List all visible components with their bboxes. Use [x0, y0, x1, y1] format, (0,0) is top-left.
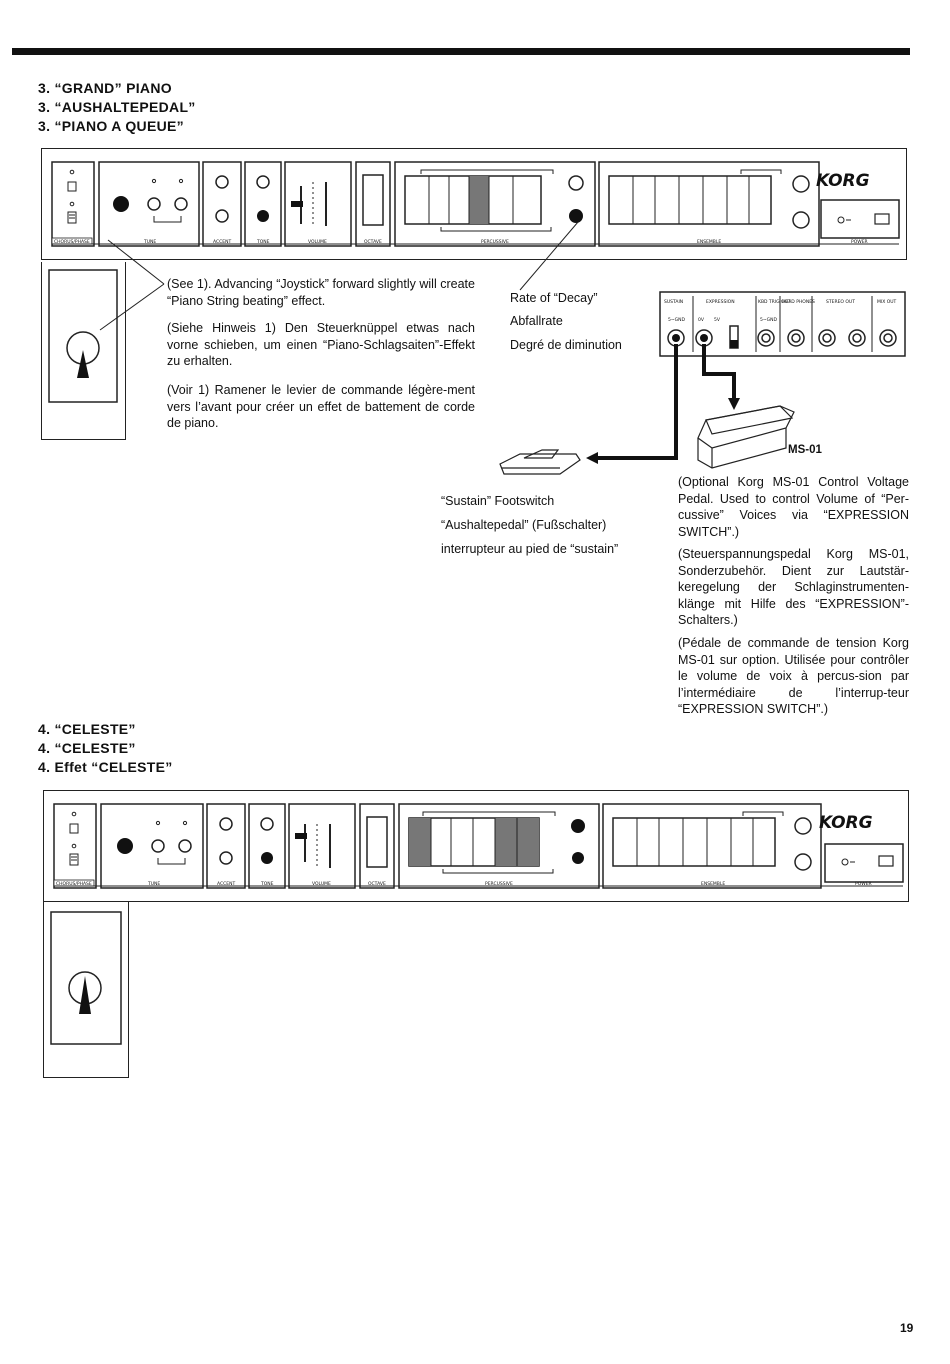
label-ensemble: ENSEMBLE — [697, 239, 721, 245]
label-octave: OCTAVE — [368, 881, 386, 887]
korg-logo: KORG — [816, 171, 870, 191]
label-tune: TUNE — [143, 239, 156, 245]
pointer-lines — [99, 221, 579, 331]
label-chorus-phase: CHORUS/PHASE — [56, 881, 92, 887]
label-power: POWER — [851, 239, 868, 245]
label-octave: OCTAVE — [364, 239, 382, 245]
label-percussive: PERCUSSIVE — [481, 239, 509, 245]
decay-fr: Degré de diminution — [510, 338, 622, 352]
para-de: (Siehe Hinweis 1) Den Steuerknüppel etwa… — [167, 321, 475, 368]
decay-de: Abfallrate — [510, 314, 563, 328]
ms01-en: (Optional Korg MS-01 Control Voltage Ped… — [678, 475, 909, 539]
decay-en: Rate of “Decay” — [510, 291, 598, 305]
jack-sub-0v: 0V — [698, 317, 705, 323]
heading-aushaltepedal: 3. “AUSHALTEPEDAL” — [38, 99, 196, 115]
heading-celeste-en: 4. “CELESTE” — [38, 721, 136, 737]
joystick-box-celeste — [43, 902, 131, 1080]
ms01-de: (Steuerspannungspedal Korg MS-01, Sonder… — [678, 547, 909, 627]
heading-grand-piano: 3. “GRAND” PIANO — [38, 80, 172, 96]
jack-label-kbd-trig: KBD TRIG OUT — [758, 299, 791, 305]
label-tone: TONE — [256, 239, 270, 245]
label-percussive: PERCUSSIVE — [485, 881, 513, 887]
jack-label-stereo-out: STEREO OUT — [826, 299, 855, 305]
control-panel-celeste: KORG CHORUS/PHASE TUNE ACCENT TONE VOLUM… — [43, 790, 909, 902]
heading-piano-a-queue: 3. “PIANO A QUEUE” — [38, 118, 184, 134]
footswitch-de: “Aushaltepedal” (Fußschalter) — [441, 518, 607, 532]
label-volume: VOLUME — [312, 881, 331, 887]
para-en: (See 1). Advancing “Joystick” forward sl… — [167, 277, 475, 308]
jack-label-sustain: SUSTAIN — [664, 299, 683, 305]
ms01-fr: (Pédale de commande de tension Korg MS-0… — [678, 636, 909, 716]
jack-label-headphones: HEAD PHONES — [782, 299, 815, 305]
jack-sub-5v: 5V — [714, 317, 721, 323]
jack-label-mix-out: MIX OUT — [877, 299, 897, 305]
footswitch-fr: interrupteur au pied de “sustain” — [441, 542, 619, 556]
jack-label-expression: EXPRESSION — [706, 299, 735, 305]
label-tune: TUNE — [147, 881, 160, 887]
label-accent: ACCENT — [217, 881, 235, 887]
jack-sub-sustain: 5~GND — [668, 317, 685, 323]
joystick-box-grand-piano — [41, 262, 127, 440]
label-chorus-phase: CHORUS/PHASE — [54, 239, 90, 245]
label-volume: VOLUME — [308, 239, 327, 245]
heading-celeste-de: 4. “CELESTE” — [38, 740, 136, 756]
label-ensemble: ENSEMBLE — [701, 881, 725, 887]
para-fr: (Voir 1) Ramener le levier de commande l… — [167, 383, 475, 430]
rear-jack-panel-diagram: SUSTAIN EXPRESSION KBD TRIG OUT HEAD PHO… — [480, 288, 910, 478]
footswitch-en: “Sustain” Footswitch — [441, 494, 555, 508]
control-panel-grand-piano: KORG CHORUS/PHASE TUNE ACCENT TONE VOLUM… — [41, 148, 907, 260]
jack-sub-kbd: 5~GND — [760, 317, 777, 323]
label-accent: ACCENT — [213, 239, 231, 245]
heading-celeste-fr: 4. Effet “CELESTE” — [38, 759, 173, 775]
label-tone: TONE — [260, 881, 274, 887]
korg-logo: KORG — [819, 813, 873, 833]
pedal-model-label: MS-01 — [788, 444, 822, 456]
top-rule — [12, 48, 910, 55]
label-power: POWER — [855, 881, 872, 887]
page-number: 19 — [900, 1321, 914, 1335]
